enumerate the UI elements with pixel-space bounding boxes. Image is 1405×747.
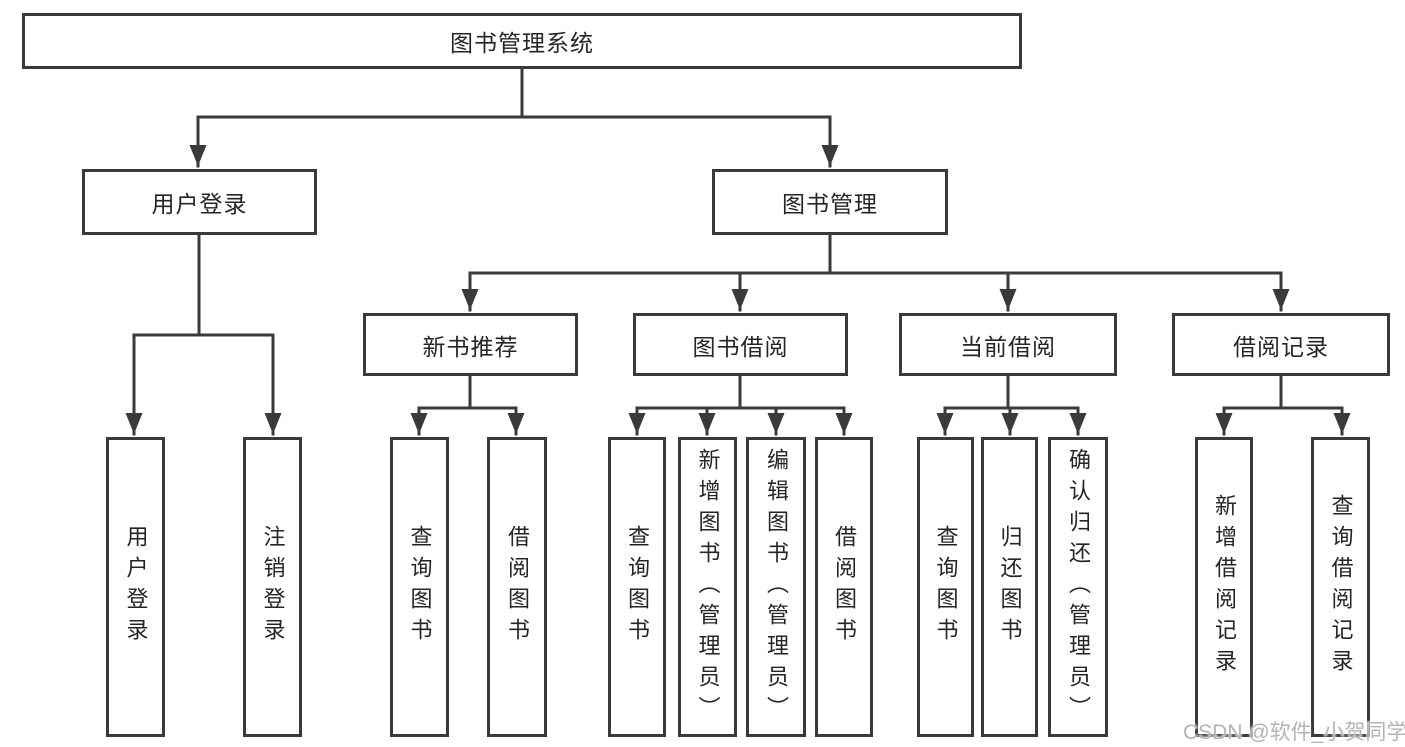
watermark: CSDN @软件_小贺同学 — [1183, 721, 1405, 744]
leaf-query-books-recommend-label: 查询图书 — [407, 525, 433, 649]
node-root: 图书管理系统 — [22, 13, 1022, 69]
leaf-borrow-books-borrow: 借阅图书 — [815, 437, 873, 737]
leaf-edit-books-admin-label: 编辑图书（管理员） — [764, 447, 789, 727]
leaf-logout-login-label: 注销登录 — [260, 525, 286, 649]
node-book-borrowing-label: 图书借阅 — [692, 333, 789, 360]
leaf-query-borrow-record: 查询借阅记录 — [1311, 437, 1370, 737]
node-user-login: 用户登录 — [82, 169, 317, 235]
node-user-login-label: 用户登录 — [151, 191, 248, 217]
leaf-add-books-admin: 新增图书（管理员） — [678, 437, 737, 737]
leaf-confirm-return-admin: 确认归还（管理员） — [1048, 437, 1108, 737]
leaf-query-books-current-label: 查询图书 — [933, 525, 959, 649]
leaf-query-books-recommend: 查询图书 — [390, 437, 449, 737]
leaf-query-books-borrow: 查询图书 — [608, 437, 666, 737]
leaf-return-books-label: 归还图书 — [997, 525, 1023, 649]
leaf-edit-books-admin: 编辑图书（管理员） — [746, 437, 806, 737]
leaf-query-books-borrow-label: 查询图书 — [625, 525, 650, 649]
node-root-label: 图书管理系统 — [450, 30, 594, 56]
node-current-borrowing: 当前借阅 — [899, 313, 1117, 376]
leaf-add-borrow-record-label: 新增借阅记录 — [1212, 494, 1237, 680]
node-new-book-recommend: 新书推荐 — [363, 313, 578, 376]
leaf-borrow-books-borrow-label: 借阅图书 — [832, 525, 857, 649]
node-new-book-recommend-label: 新书推荐 — [422, 333, 519, 360]
leaf-query-borrow-record-label: 查询借阅记录 — [1328, 494, 1354, 680]
node-book-management-label: 图书管理 — [782, 191, 878, 217]
leaf-borrow-books-recommend-label: 借阅图书 — [505, 525, 530, 649]
leaf-query-books-current: 查询图书 — [917, 437, 974, 737]
leaf-user-login-label: 用户登录 — [123, 525, 149, 649]
leaf-logout-login: 注销登录 — [243, 437, 302, 737]
leaf-add-books-admin-label: 新增图书（管理员） — [695, 447, 721, 727]
node-borrowing-records: 借阅记录 — [1172, 313, 1390, 376]
leaf-borrow-books-recommend: 借阅图书 — [487, 437, 547, 737]
leaf-return-books: 归还图书 — [981, 437, 1038, 737]
node-book-management: 图书管理 — [712, 169, 948, 235]
node-book-borrowing: 图书借阅 — [633, 313, 848, 376]
node-current-borrowing-label: 当前借阅 — [960, 333, 1056, 360]
leaf-confirm-return-admin-label: 确认归还（管理员） — [1066, 447, 1091, 727]
leaf-user-login: 用户登录 — [106, 437, 165, 737]
leaf-add-borrow-record: 新增借阅记录 — [1195, 437, 1253, 737]
node-borrowing-records-label: 借阅记录 — [1233, 333, 1329, 360]
